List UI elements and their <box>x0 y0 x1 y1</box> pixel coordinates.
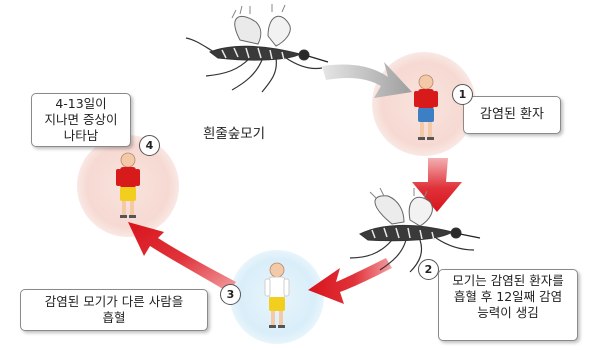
step-4-badge: 4 <box>139 135 160 156</box>
step-1-text: 감염된 환자 <box>480 107 544 122</box>
step-2-badge: 2 <box>418 259 439 280</box>
step-4-text: 4-13일이 지나면 증상이 나타남 <box>45 96 118 143</box>
mosquito-species-label: 흰줄숲모기 <box>203 122 265 142</box>
step-2-box: 모기는 감염된 환자를 흡혈 후 12일째 감염 능력이 생김 <box>438 269 578 341</box>
step-4-box: 4-13일이 지나면 증상이 나타남 <box>31 93 131 147</box>
step-3-badge: 3 <box>220 284 241 305</box>
step-1-box: 감염된 환자 <box>463 96 561 134</box>
step-3-box: 감염된 모기가 다른 사람을 흡혈 <box>20 289 208 331</box>
step-1-badge: 1 <box>452 84 473 105</box>
step-3-text: 감염된 모기가 다른 사람을 흡혈 <box>45 294 183 325</box>
step-2-text: 모기는 감염된 환자를 흡혈 후 12일째 감염 능력이 생김 <box>452 273 563 320</box>
red-arrow-up <box>128 222 236 292</box>
mosquito-bottom-icon <box>350 188 480 272</box>
mosquito-top-icon <box>186 4 328 92</box>
